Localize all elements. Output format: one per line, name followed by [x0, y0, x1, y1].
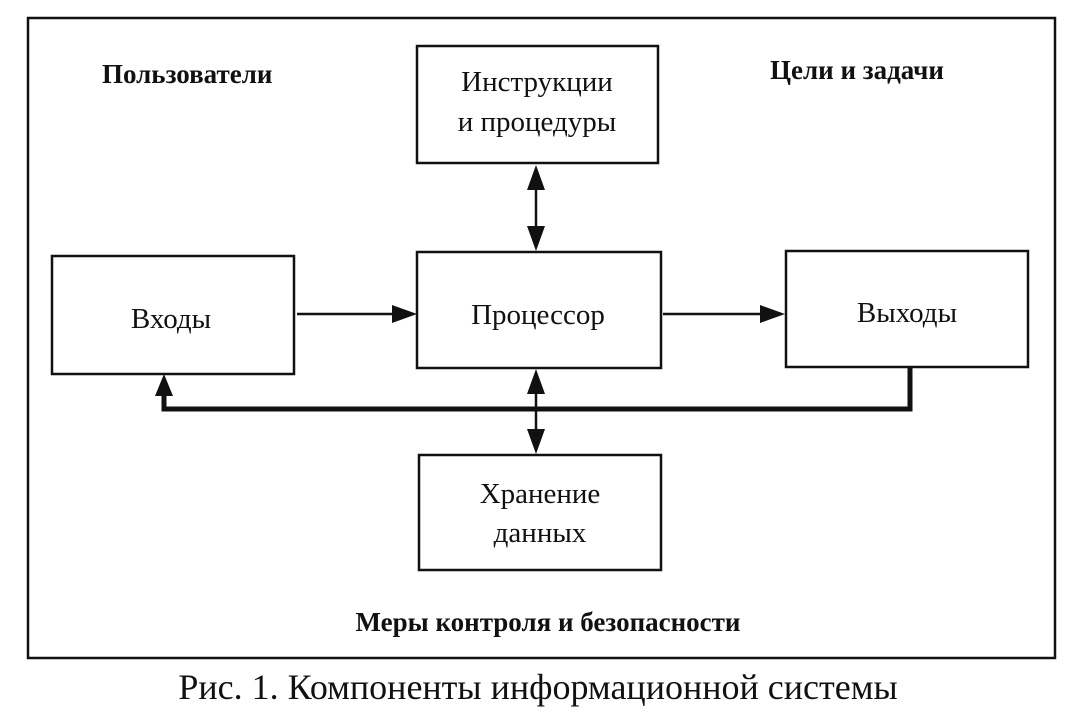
processor-box: Процессор [415, 250, 663, 370]
feedback-loop-arrow [155, 367, 913, 412]
inputs-box: Входы [50, 254, 296, 376]
storage-label-line1: Хранение [480, 478, 601, 510]
instructions-processor-arrow [527, 165, 545, 251]
instructions-label-line2: и процедуры [458, 106, 617, 138]
controls-label: Меры контроля и безопасности [355, 607, 740, 637]
outputs-box: Выходы [784, 249, 1030, 369]
instructions-label-line1: Инструкции [461, 66, 613, 98]
outer-frame [26, 16, 1057, 660]
figure-caption: Рис. 1. Компоненты информационной систем… [178, 667, 897, 707]
processor-to-outputs-arrow [663, 305, 785, 323]
users-label: Пользователи [102, 59, 272, 89]
storage-label-line2: данных [494, 517, 587, 549]
storage-box: Хранение данных [417, 453, 663, 572]
goals-label: Цели и задачи [770, 55, 944, 85]
instructions-box: Инструкции и процедуры [415, 44, 660, 165]
outputs-label: Выходы [857, 297, 957, 329]
inputs-to-processor-arrow [297, 305, 417, 323]
processor-label: Процессор [471, 299, 605, 331]
inputs-label: Входы [131, 303, 211, 335]
